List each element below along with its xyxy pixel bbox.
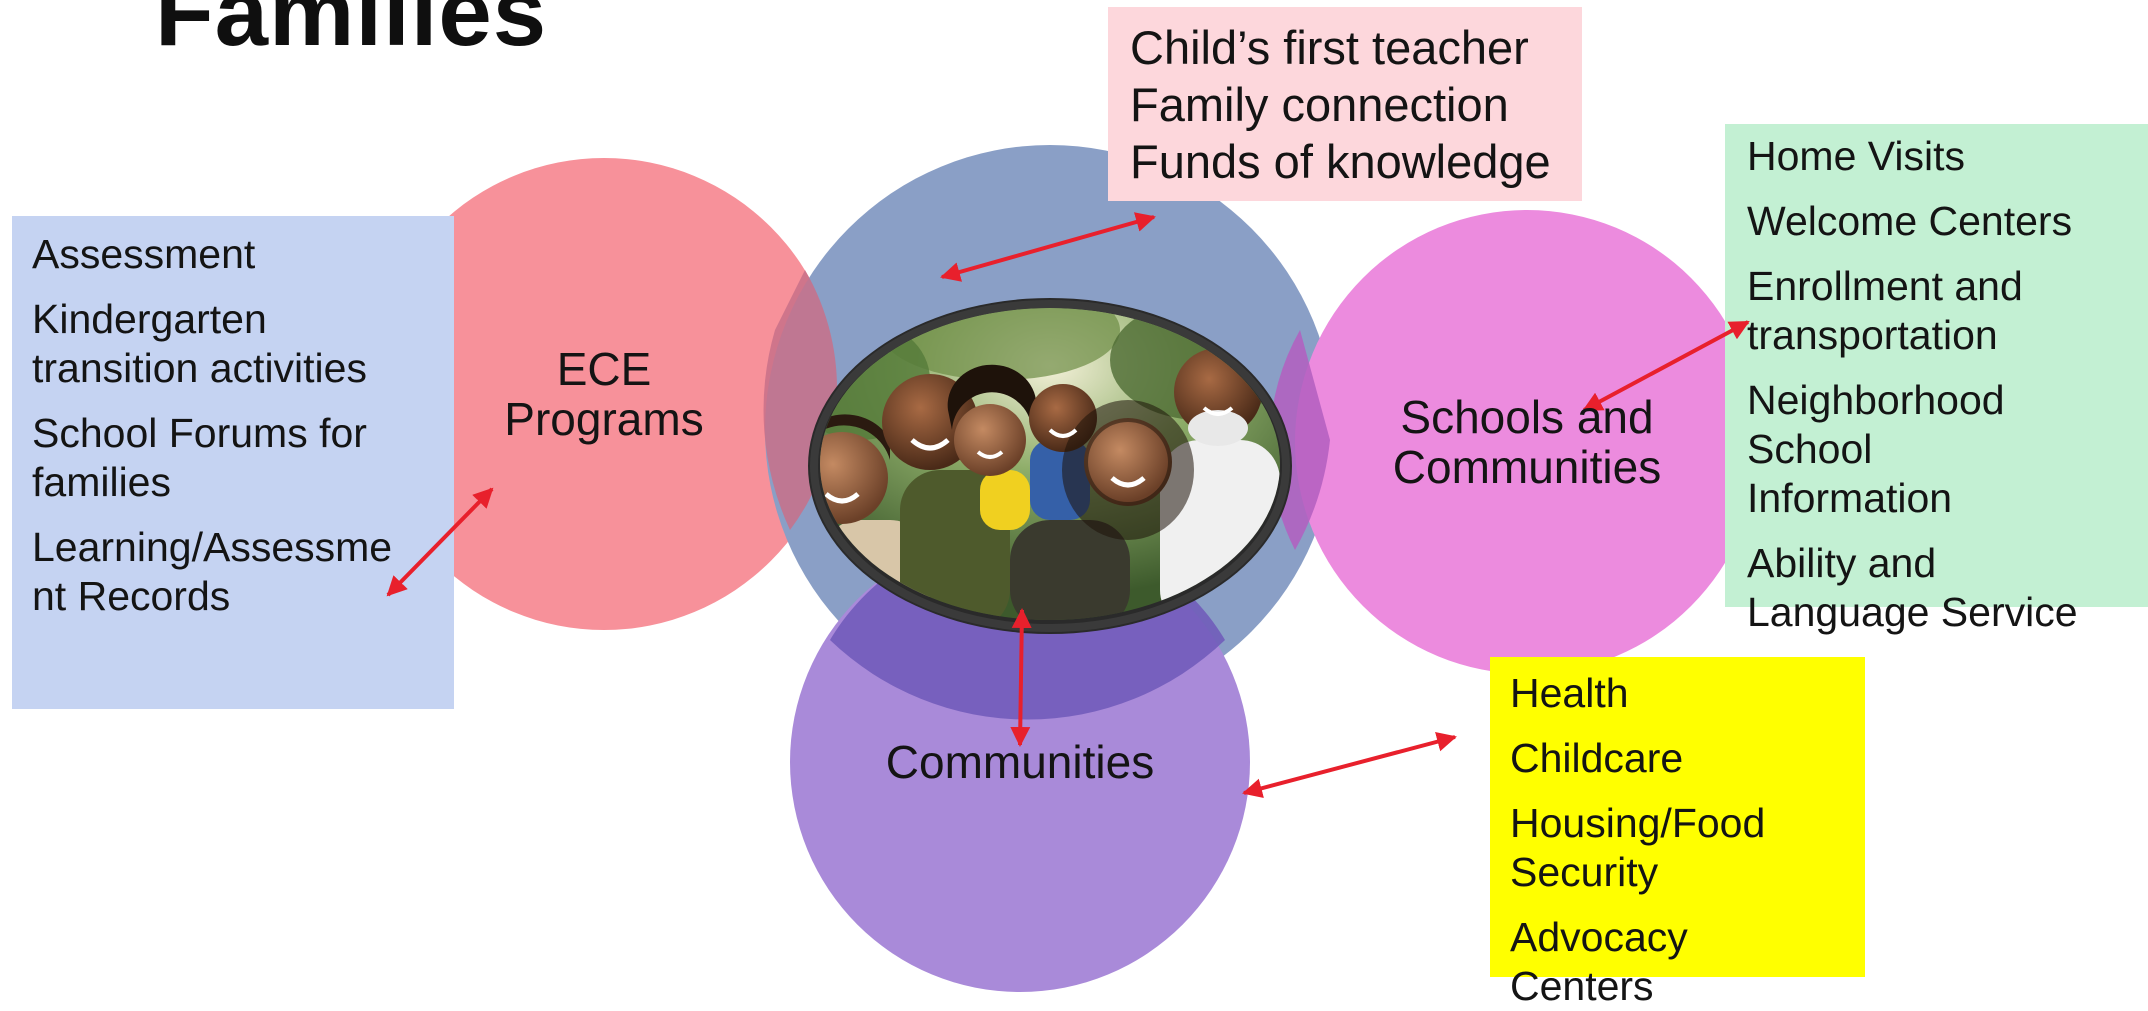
family-list-box-bg bbox=[1108, 7, 1582, 201]
list-item: Welcome Centers bbox=[1747, 197, 2148, 246]
list-item-line: Housing/Food bbox=[1510, 800, 1766, 846]
list-item: Child’s first teacher bbox=[1130, 19, 1582, 76]
list-item-line: Information bbox=[1747, 475, 1953, 521]
list-item-line: Health bbox=[1510, 670, 1629, 716]
circle-label-line: Communities bbox=[1392, 441, 1662, 493]
communities-list-box-bg bbox=[1490, 657, 1865, 977]
communities-label: Communities bbox=[886, 737, 1154, 787]
list-item-line: transition activities bbox=[32, 345, 367, 391]
list-item-line: families bbox=[32, 459, 171, 505]
list-item: Home Visits bbox=[1747, 132, 2148, 181]
list-item-line: Funds of knowledge bbox=[1130, 135, 1551, 188]
circle-label-line: ECE bbox=[556, 343, 652, 395]
list-item-line: School bbox=[1747, 426, 1873, 472]
arrow-communities-family bbox=[1010, 608, 1032, 747]
circle-label-line: Communities bbox=[885, 736, 1155, 788]
list-item-line: Kindergarten bbox=[32, 296, 267, 342]
list-item-line: Learning/Assessme bbox=[32, 524, 393, 570]
list-item: Family connection bbox=[1130, 76, 1582, 133]
list-item-line: Family connection bbox=[1130, 78, 1509, 131]
circle-label-line: Programs bbox=[504, 393, 704, 445]
list-item-line: Child’s first teacher bbox=[1130, 21, 1529, 74]
list-item-line: Welcome Centers bbox=[1747, 198, 2073, 244]
schools-list-box-bg bbox=[1725, 124, 2148, 607]
list-item-line: nt Records bbox=[32, 573, 231, 619]
list-item-line: Enrollment and bbox=[1747, 263, 2023, 309]
list-item-line: transportation bbox=[1747, 312, 1998, 358]
arrow-family bbox=[940, 212, 1156, 282]
list-item-line: Security bbox=[1510, 849, 1659, 895]
slide-title: Families bbox=[155, 0, 548, 66]
arrow-ece bbox=[386, 487, 494, 597]
list-item-line: Ability and bbox=[1747, 540, 1937, 586]
list-item: Funds of knowledge bbox=[1130, 133, 1582, 190]
list-item: Health bbox=[1510, 669, 1865, 718]
arrow-schools bbox=[1582, 320, 1750, 412]
list-item-line: Childcare bbox=[1510, 735, 1684, 781]
ece-list-box-bg bbox=[12, 216, 454, 709]
list-item: Childcare bbox=[1510, 734, 1865, 783]
list-item-line: Home Visits bbox=[1747, 133, 1965, 179]
list-item-line: Language Service bbox=[1747, 589, 2078, 635]
list-item-line: Centers bbox=[1510, 963, 1654, 1009]
list-item: Assessment bbox=[32, 230, 454, 279]
list-item-line: School Forums for bbox=[32, 410, 367, 456]
list-item-line: Neighborhood bbox=[1747, 377, 2005, 423]
family-photo-icon bbox=[808, 298, 1292, 634]
list-item-line: Assessment bbox=[32, 231, 256, 277]
circle-label-line: Schools and bbox=[1400, 391, 1654, 443]
arrow-communities-box bbox=[1242, 731, 1457, 799]
list-item-line: Advocacy bbox=[1510, 914, 1688, 960]
